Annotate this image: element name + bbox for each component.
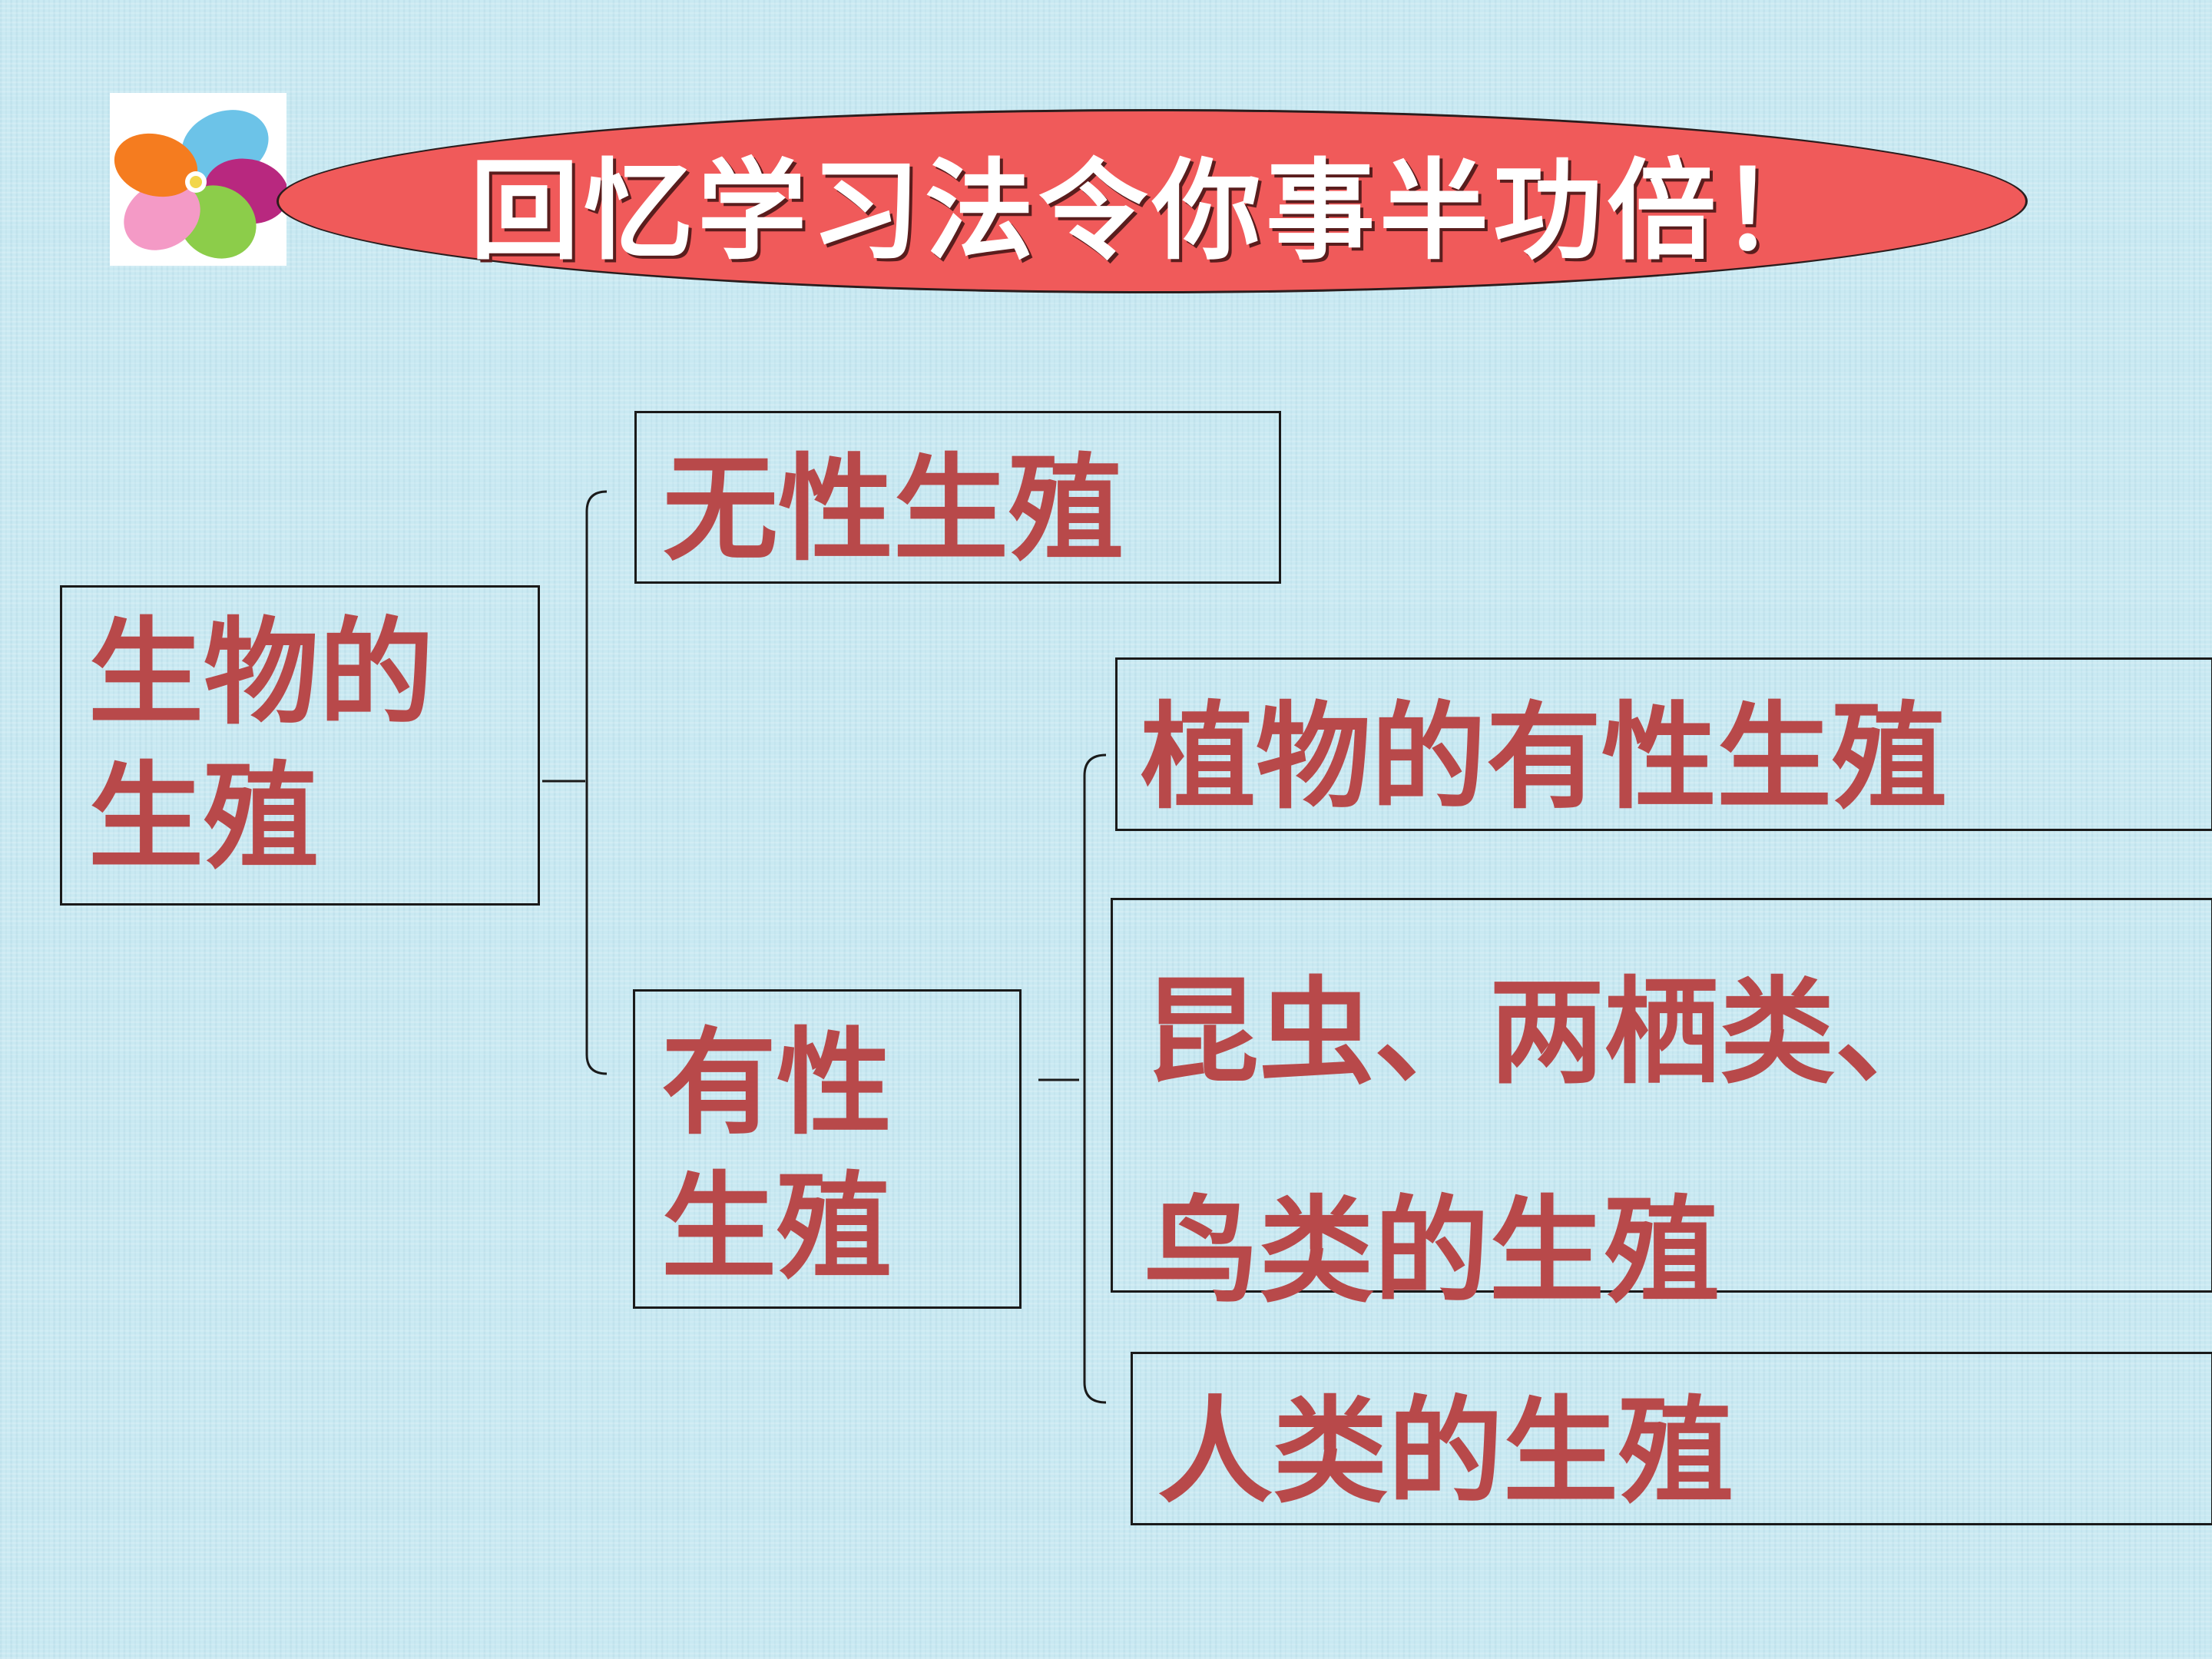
node-insects-line2: 鸟类的生殖: [1144, 1184, 1720, 1319]
node-sexual-line2: 生殖: [661, 1159, 892, 1295]
flower-icon: [114, 110, 286, 259]
node-insects: 昆虫、两栖类、 鸟类的生殖: [1111, 898, 2212, 1319]
node-root: 生物的 生殖: [60, 585, 540, 906]
node-plant: 植物的有性生殖: [1115, 657, 2212, 831]
node-root-line1: 生物的: [88, 605, 435, 740]
node-human-label: 人类的生殖: [1157, 1384, 1734, 1519]
page-title: 回忆学习法令你事半功倍！: [470, 147, 1834, 275]
title-banner: 回忆学习法令你事半功倍！: [276, 109, 2028, 293]
node-sexual: 有性 生殖: [633, 989, 1022, 1309]
node-plant-label: 植物的有性生殖: [1141, 690, 1948, 825]
petal: [124, 181, 200, 250]
node-asexual-label: 无性生殖: [663, 442, 1124, 577]
node-root-line2: 生殖: [88, 749, 320, 885]
petal: [114, 133, 198, 197]
node-sexual-line1: 有性: [661, 1015, 892, 1151]
logo: [110, 93, 286, 266]
node-asexual: 无性生殖: [634, 411, 1281, 584]
node-insects-line1: 昆虫、两栖类、: [1144, 965, 1951, 1100]
bracket-level2: [1083, 753, 1107, 1404]
node-human: 人类的生殖: [1131, 1352, 2212, 1525]
bracket-level1: [585, 490, 608, 1075]
